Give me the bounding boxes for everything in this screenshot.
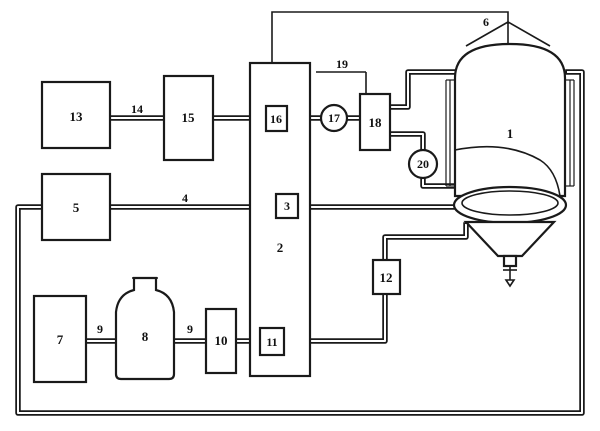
block-12: 12 xyxy=(371,258,402,296)
gauge-20: 20 xyxy=(407,148,439,180)
block-15: 15 xyxy=(162,74,215,162)
label-12: 12 xyxy=(380,270,393,285)
label-5: 5 xyxy=(73,200,80,215)
label-16: 16 xyxy=(270,112,282,126)
label-8: 8 xyxy=(142,329,149,344)
label-10: 10 xyxy=(215,333,228,348)
label-11: 11 xyxy=(266,335,277,349)
label-15: 15 xyxy=(182,110,196,125)
label-18: 18 xyxy=(369,115,383,130)
label-14: 14 xyxy=(131,102,143,116)
valve-16: 16 xyxy=(264,104,289,133)
block-5: 5 xyxy=(40,172,112,242)
pipe-18-20 xyxy=(387,131,426,153)
label-7: 7 xyxy=(57,332,64,347)
label-1: 1 xyxy=(507,126,514,141)
valve-11: 11 xyxy=(258,326,286,357)
pipe-11-12 xyxy=(281,291,388,344)
block-7: 7 xyxy=(32,294,88,384)
label-20: 20 xyxy=(417,157,429,171)
label-2: 2 xyxy=(277,240,284,255)
block-18: 18 xyxy=(358,92,392,152)
reactor-vessel: 1 xyxy=(445,42,575,288)
label-17: 17 xyxy=(328,111,340,125)
label-6: 6 xyxy=(483,15,489,29)
pipe-18-reactor-top xyxy=(387,69,459,110)
block-10: 10 xyxy=(204,307,238,375)
label-13: 13 xyxy=(70,109,84,124)
pipe-20-reactor xyxy=(420,175,456,189)
gauge-17: 17 xyxy=(319,103,349,133)
pipe-return-loop xyxy=(15,69,585,416)
label-4: 4 xyxy=(182,191,188,205)
support-wire-frame xyxy=(271,11,551,94)
label-3: 3 xyxy=(284,199,290,213)
label-9a: 9 xyxy=(97,322,103,336)
block-13: 13 xyxy=(40,80,112,150)
pipe-12-reactor-bottom xyxy=(382,222,469,263)
label-19: 19 xyxy=(336,57,348,71)
jacket-hatching xyxy=(445,79,575,187)
label-9b: 9 xyxy=(187,322,193,336)
bottle: 8 xyxy=(114,276,176,381)
valve-3: 3 xyxy=(274,192,300,220)
